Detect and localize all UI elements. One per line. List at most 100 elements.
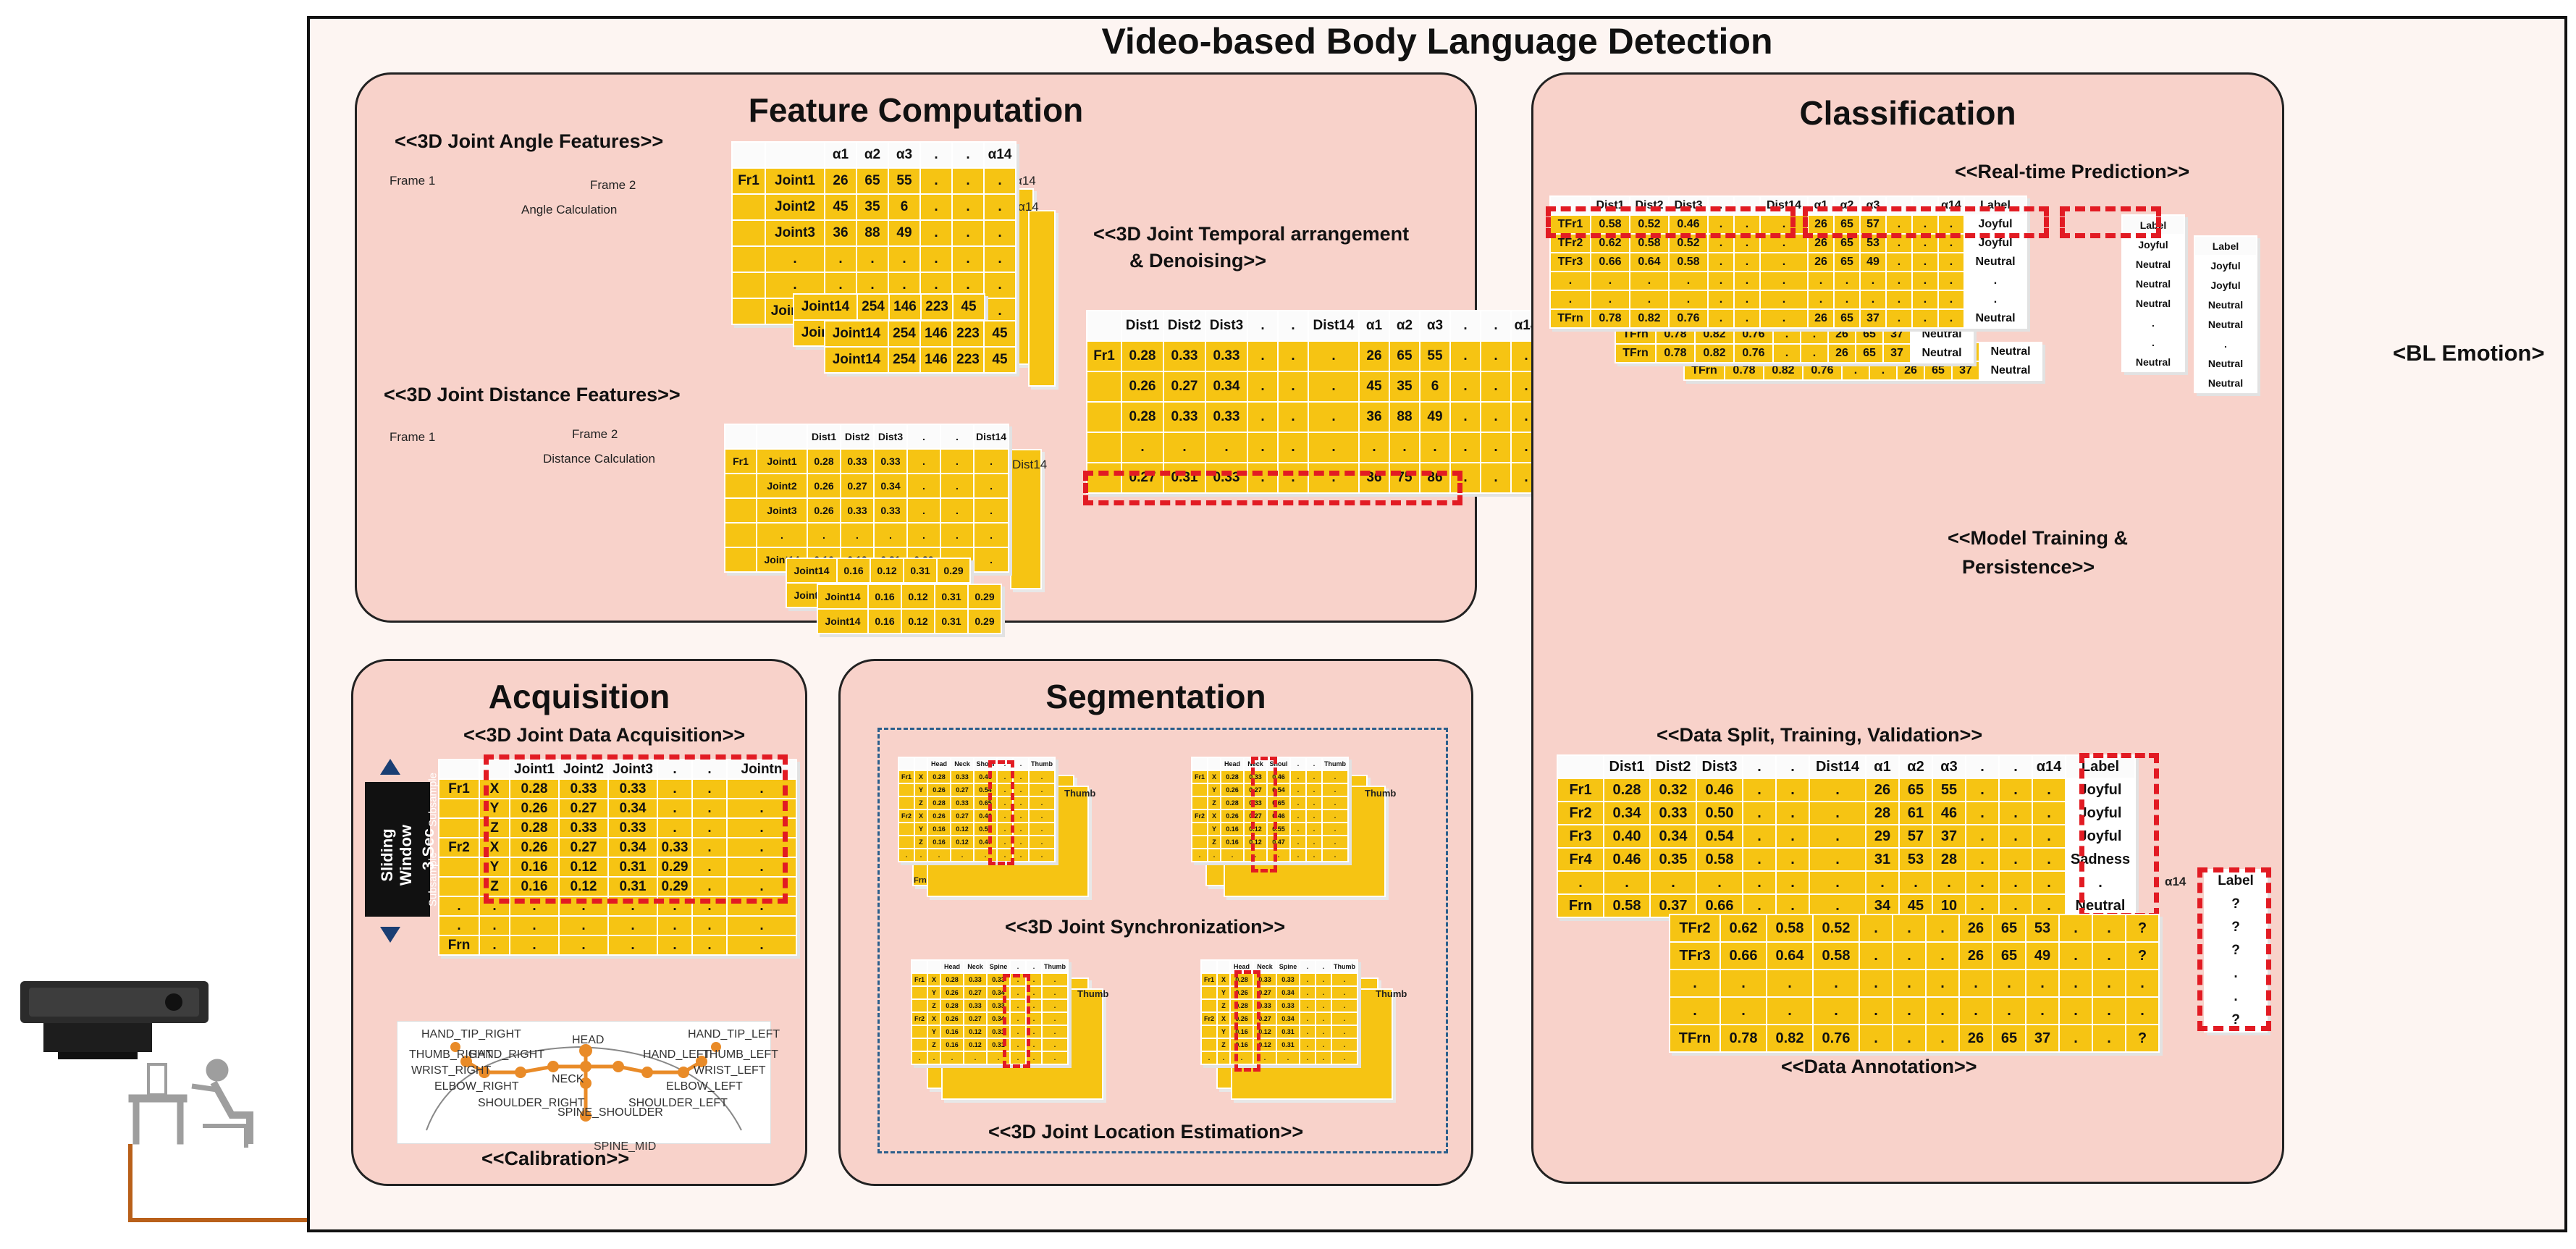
angle-features-heading: <<3D Joint Angle Features>> xyxy=(395,130,664,152)
table-cell: . xyxy=(972,448,1010,474)
table-cell: . xyxy=(919,245,953,273)
table-cell: 26 xyxy=(1865,778,1900,802)
table-cell: 37 xyxy=(2025,1024,2060,1053)
table-cell: 0.31 xyxy=(934,584,969,610)
table-cell: . xyxy=(1759,290,1809,310)
table-cell: . xyxy=(2121,312,2185,333)
table-cell: 0.31 xyxy=(1276,1025,1300,1039)
table-header-cell: . xyxy=(1965,754,2000,779)
table-header-cell: Joint2 xyxy=(558,759,609,780)
table-cell: . xyxy=(1009,1038,1027,1052)
table-cell: . xyxy=(906,448,941,474)
table-cell: 254 xyxy=(888,346,921,374)
table-header-cell: α2 xyxy=(856,141,889,169)
table-cell: . xyxy=(940,497,975,523)
table-cell: . xyxy=(1028,770,1056,784)
table-cell: 0.82 xyxy=(1766,1024,1814,1053)
table-cell: 254 xyxy=(856,293,890,321)
table-cell: . xyxy=(2058,996,2093,1025)
seg-frn-label-a: Frn xyxy=(914,876,927,885)
table-cell: . xyxy=(1833,290,1861,310)
table-cell: 0.66 xyxy=(1590,252,1630,272)
table-header-cell: α1 xyxy=(824,141,857,169)
table-cell: 65 xyxy=(1992,914,2026,943)
table-cell: 0.52 xyxy=(1629,214,1670,235)
table-cell: X xyxy=(1216,1012,1231,1026)
table-cell: 49 xyxy=(1419,401,1451,433)
table-cell xyxy=(731,219,766,247)
table-cell: . xyxy=(1315,998,1332,1013)
table-cell: 65 xyxy=(1924,361,1953,381)
table-cell: . xyxy=(479,935,510,956)
table-cell: 0.26 xyxy=(940,985,964,1000)
table-cell xyxy=(911,998,928,1013)
table-row: ........ xyxy=(1200,1051,1358,1065)
table-cell: 0.16 xyxy=(1220,822,1245,836)
table-cell: 36 xyxy=(1358,462,1390,494)
table-cell: . xyxy=(824,245,857,273)
table-header-cell xyxy=(911,959,928,974)
table-cell: . xyxy=(438,915,480,936)
table-cell: . xyxy=(1963,271,2027,291)
table-cell: TFr3 xyxy=(1669,941,1721,970)
table-cell: . xyxy=(1315,1051,1332,1065)
table-header-cell: . xyxy=(1775,754,1810,779)
table-cell: . xyxy=(951,245,985,273)
table-cell: 55 xyxy=(1419,340,1451,372)
table-cell: Fr1 xyxy=(438,778,480,799)
table-cell: Neutral xyxy=(2194,353,2257,374)
cal-hand-tip-left: HAND_TIP_LEFT xyxy=(688,1028,780,1040)
test-label-column: Label???..? xyxy=(2204,869,2268,1033)
table-cell: . xyxy=(2204,962,2268,986)
sliding-window-box xyxy=(365,782,430,917)
table-cell: 45 xyxy=(983,320,1016,348)
table-header-cell: Dist3 xyxy=(1205,310,1248,342)
table-cell: 0.12 xyxy=(901,584,935,610)
table-cell: 65 xyxy=(1855,343,1884,363)
table-header-cell xyxy=(898,757,915,771)
table-cell: Joint1 xyxy=(765,167,825,195)
table-cell: . xyxy=(2204,985,2268,1009)
table-cell: 0.16 xyxy=(509,857,560,878)
table-cell: Fr2 xyxy=(438,837,480,858)
table-cell: TFrn xyxy=(1683,361,1725,381)
table-cell: 0.26 xyxy=(1121,371,1164,403)
table-cell: . xyxy=(1305,796,1323,810)
table-cell: 0.27 xyxy=(840,473,875,499)
table-cell: 49 xyxy=(2025,941,2060,970)
table-cell: . xyxy=(1041,998,1069,1013)
table-cell: . xyxy=(940,522,975,548)
table-row: ............ xyxy=(1086,432,1542,463)
table-cell: Neutral xyxy=(1979,342,2042,362)
table-cell: . xyxy=(1859,290,1887,310)
table-cell: 0.35 xyxy=(1649,847,1697,872)
table-cell: . xyxy=(1807,271,1835,291)
table-cell: . xyxy=(1305,783,1323,797)
panel-title: Classification xyxy=(1799,94,2016,132)
table-header-cell: Thumb xyxy=(1041,959,1069,974)
table-cell: . xyxy=(940,448,975,474)
table-cell: . xyxy=(1958,969,1993,998)
calibration-body-icon xyxy=(426,1042,742,1131)
frame2-label-distance: Frame 2 xyxy=(572,427,618,441)
table-cell: . xyxy=(1742,824,1777,849)
table-cell: . xyxy=(1277,371,1309,403)
table-cell: . xyxy=(1549,271,1591,291)
table-header-cell: . xyxy=(1247,310,1279,342)
table-cell: . xyxy=(1696,870,1743,895)
table-header-cell xyxy=(731,141,766,169)
table-cell: 0.76 xyxy=(1733,343,1774,363)
table-cell: . xyxy=(1707,271,1735,291)
table-cell: . xyxy=(1321,809,1349,823)
table-cell: 146 xyxy=(919,346,953,374)
table-cell xyxy=(898,822,915,836)
